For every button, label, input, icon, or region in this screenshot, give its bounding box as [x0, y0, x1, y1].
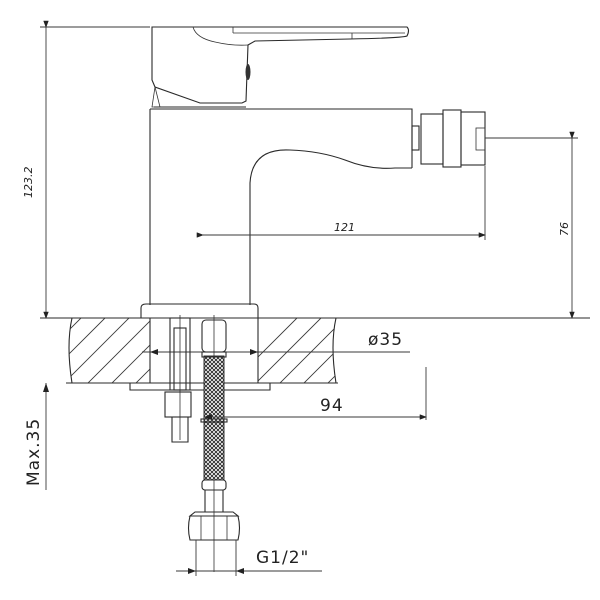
thread-dimension: [176, 540, 322, 576]
max-thickness-label: Max.35: [24, 417, 44, 486]
countertop-section: [40, 317, 590, 391]
max-thickness-dimension: [43, 383, 49, 490]
base-diameter-label: ø35: [368, 330, 404, 350]
base-diameter-dimension: [142, 349, 410, 355]
flexible-hose: [187, 315, 241, 572]
outlet-height-label: 76: [558, 222, 571, 236]
hose-length-dimension: [204, 367, 427, 420]
spout-reach-label: 121: [334, 221, 355, 234]
base-flange: [140, 303, 259, 318]
faucet-body: [149, 108, 578, 305]
hose-length-label: 94: [320, 396, 344, 416]
overall-height-dimension: [40, 20, 150, 319]
spout-reach-dimension: [196, 166, 486, 240]
thread-label: G1/2": [256, 548, 310, 568]
lever-handle: [151, 26, 410, 108]
overall-height-label: 123.2: [22, 166, 35, 199]
mounting-stud: [164, 315, 192, 443]
